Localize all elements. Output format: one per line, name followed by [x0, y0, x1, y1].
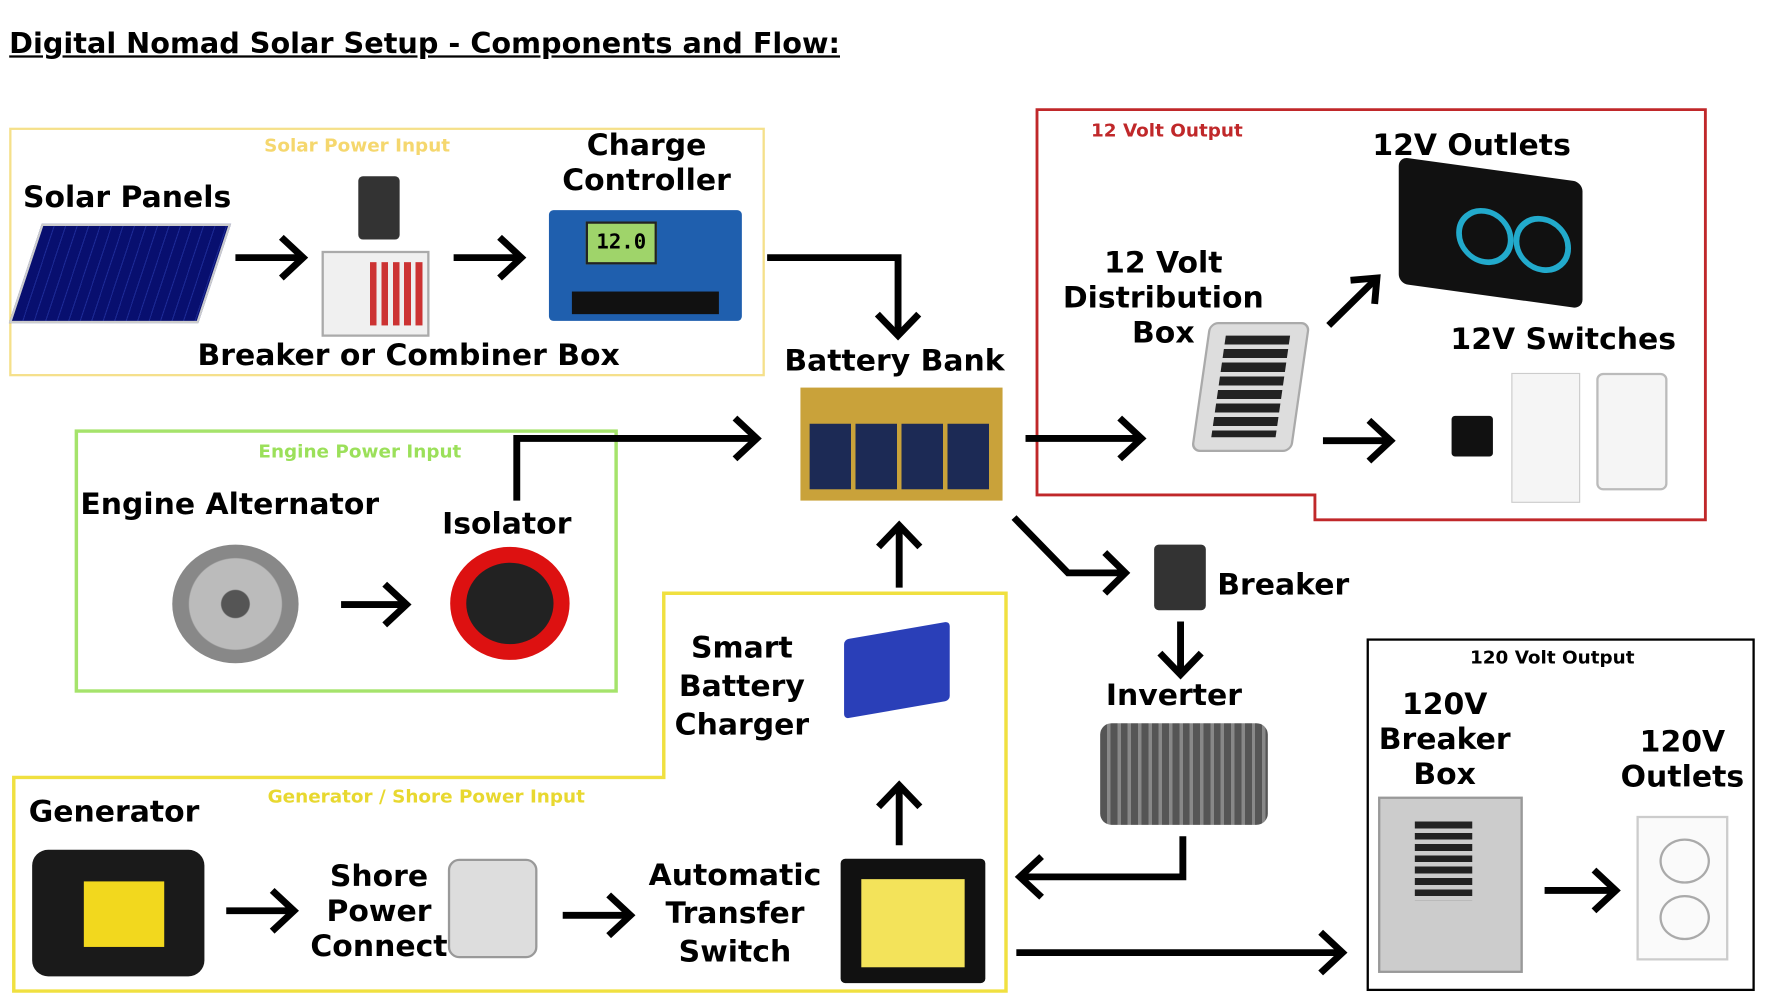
arrow-distribution-to-switches: [1322, 417, 1396, 464]
output-12v-label: 12 Volt Output: [1090, 119, 1243, 142]
page-title: Digital Nomad Solar Setup - Components a…: [9, 27, 841, 60]
output-12v-group: [1035, 108, 1707, 522]
rocker-switch-icon: [1451, 415, 1493, 457]
arrow-battery-to-breaker: [1011, 515, 1131, 596]
arrow-controller-to-battery: [767, 254, 922, 341]
breaker-panel-icon: [1378, 796, 1523, 973]
arrow-battery-to-distribution: [1025, 415, 1147, 462]
breaker-label: Breaker: [1217, 568, 1350, 603]
breaker-combiner-label: Breaker or Combiner Box: [197, 339, 620, 373]
circuit-breaker-icon: [358, 176, 400, 240]
solar-panels-label: Solar Panels: [22, 180, 232, 215]
solar-group-label: Solar Power Input: [264, 134, 451, 156]
combiner-box-icon: [321, 250, 430, 337]
generator-icon: [32, 849, 205, 977]
engine-input-group: [74, 429, 618, 693]
arrow-panels-to-breaker: [235, 234, 309, 281]
arrow-charger-to-battery: [876, 520, 923, 588]
generator-label: Generator: [28, 795, 200, 830]
arrow-breaker-box-to-outlets: [1544, 867, 1621, 914]
output-120v-group: [1366, 638, 1755, 992]
arrow-breaker-to-inverter: [1157, 621, 1204, 680]
generator-group-label: Generator / Shore Power Input: [267, 785, 585, 807]
arrow-breaker-to-controller: [453, 234, 527, 281]
solar-input-group: [9, 127, 765, 377]
slide-switch-icon: [1511, 372, 1581, 503]
inverter-label: Inverter: [1105, 679, 1242, 714]
alternator-icon: [172, 544, 299, 664]
arrow-alternator-to-isolator: [341, 581, 412, 628]
wall-outlet-icon: [1636, 815, 1729, 961]
arrow-shore-to-ats: [562, 892, 636, 939]
arrow-generator-to-shore: [226, 887, 299, 934]
inverter-breaker-icon: [1154, 544, 1206, 611]
inverter-icon: [1100, 723, 1268, 825]
switches-12v-label: 12V Switches: [1450, 323, 1677, 358]
output-120v-label: 120 Volt Output: [1469, 646, 1635, 668]
shore-power-inlet-icon: [447, 858, 538, 959]
arrow-inverter-to-ats: [1014, 836, 1187, 900]
generator-input-group: [12, 591, 1008, 993]
engine-alternator-label: Engine Alternator: [80, 488, 380, 523]
arrow-ats-to-breaker-box: [1016, 929, 1348, 976]
battery-bank-label: Battery Bank: [784, 344, 1005, 379]
arrow-isolator-to-battery: [513, 415, 762, 501]
isolator-label: Isolator: [442, 507, 572, 542]
battery-bank-icon: [800, 387, 1003, 501]
transfer-switch-icon: [840, 858, 986, 984]
charge-controller-icon: 12.0: [548, 210, 742, 321]
arrow-distribution-to-outlets: [1326, 274, 1381, 328]
arrow-ats-to-charger: [876, 780, 923, 846]
engine-group-label: Engine Power Input: [258, 440, 462, 463]
wall-switch-icon: [1596, 372, 1668, 491]
